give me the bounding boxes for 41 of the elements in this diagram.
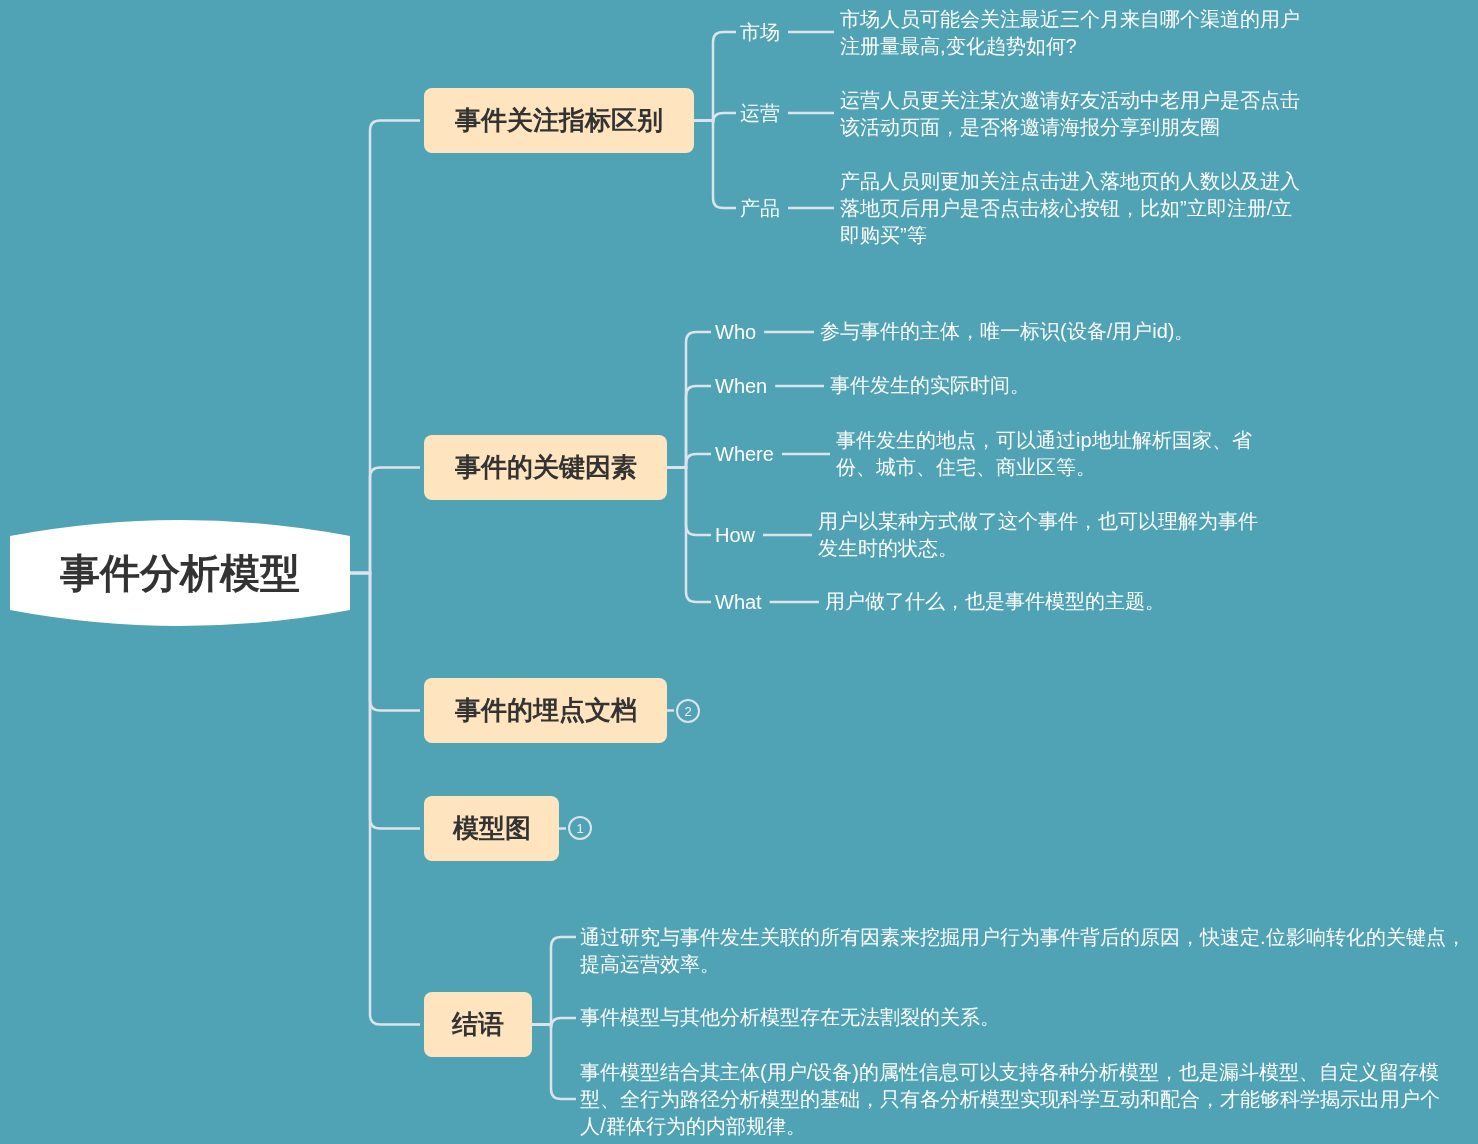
description-text: 市场人员可能会关注最近三个月来自哪个渠道的用户注册量最高,变化趋势如何? [840, 6, 1300, 60]
connector-line [532, 1023, 576, 1101]
branch-label: 运营 [740, 100, 780, 126]
connector-line [788, 111, 834, 115]
branch-label: When [715, 373, 768, 399]
connector-line [350, 571, 420, 1026]
description-text: 用户做了什么，也是事件模型的主题。 [825, 588, 1225, 615]
branch-label: How [715, 522, 755, 548]
connector-line [667, 466, 711, 604]
description-text: 事件模型结合其主体(用户/设备)的属性信息可以支持各种分析模型，也是漏斗模型、自定义留存模型、全行为路径分析模型的基础，只有各分析模型实现科学互动和配合，才能够科学揭示出用户个人/群体行为的内部规律。 [580, 1059, 1450, 1140]
connector-line [764, 330, 814, 334]
connector-line [775, 384, 824, 388]
description-text: 通过研究与事件发生关联的所有因素来挖掘用户行为事件背后的原因，快速定.位影响转化的关键点，提高运营效率。 [580, 924, 1476, 978]
topic-box: 事件的埋点文档 [424, 678, 667, 743]
description-text: 参与事件的主体，唯一标识(设备/用户id)。 [820, 318, 1240, 345]
branch-label: 产品 [740, 195, 780, 221]
description-text: 事件发生的地点，可以通过ip地址解析国家、省份、城市、住宅、商业区等。 [836, 427, 1286, 481]
connector-line [781, 452, 830, 456]
connector-line [667, 709, 674, 712]
connector-line [763, 533, 812, 537]
branch-label: What [715, 589, 762, 615]
collapsed-count-badge: 1 [568, 816, 592, 840]
branch-label: Where [715, 441, 774, 467]
topic-box: 事件关注指标区别 [424, 88, 694, 153]
connector-line [788, 206, 834, 210]
topic-box: 模型图 [424, 796, 559, 861]
connector-line [559, 827, 566, 830]
connector-line [788, 30, 834, 34]
collapsed-count-badge: 2 [676, 699, 700, 723]
description-text: 事件发生的实际时间。 [830, 372, 1130, 399]
description-text: 事件模型与其他分析模型存在无法割裂的关系。 [580, 1004, 1476, 1031]
branch-label: 市场 [740, 19, 780, 45]
central-topic: 事件分析模型 [10, 518, 350, 628]
description-text: 用户以某种方式做了这个事件，也可以理解为事件发生时的状态。 [818, 508, 1268, 562]
connector-line [694, 119, 736, 210]
description-text: 产品人员则更加关注点击进入落地页的人数以及进入落地页后用户是否点击核心按钮，比如”立即注册/立即购买”等 [840, 168, 1302, 249]
branch-label: Who [715, 319, 757, 345]
topic-box: 事件的关键因素 [424, 435, 667, 500]
description-text: 运营人员更关注某次邀请好友活动中老用户是否点击该活动页面，是否将邀请海报分享到朋友圈 [840, 87, 1300, 141]
topic-box: 结语 [424, 992, 532, 1057]
connector-line [769, 600, 819, 604]
